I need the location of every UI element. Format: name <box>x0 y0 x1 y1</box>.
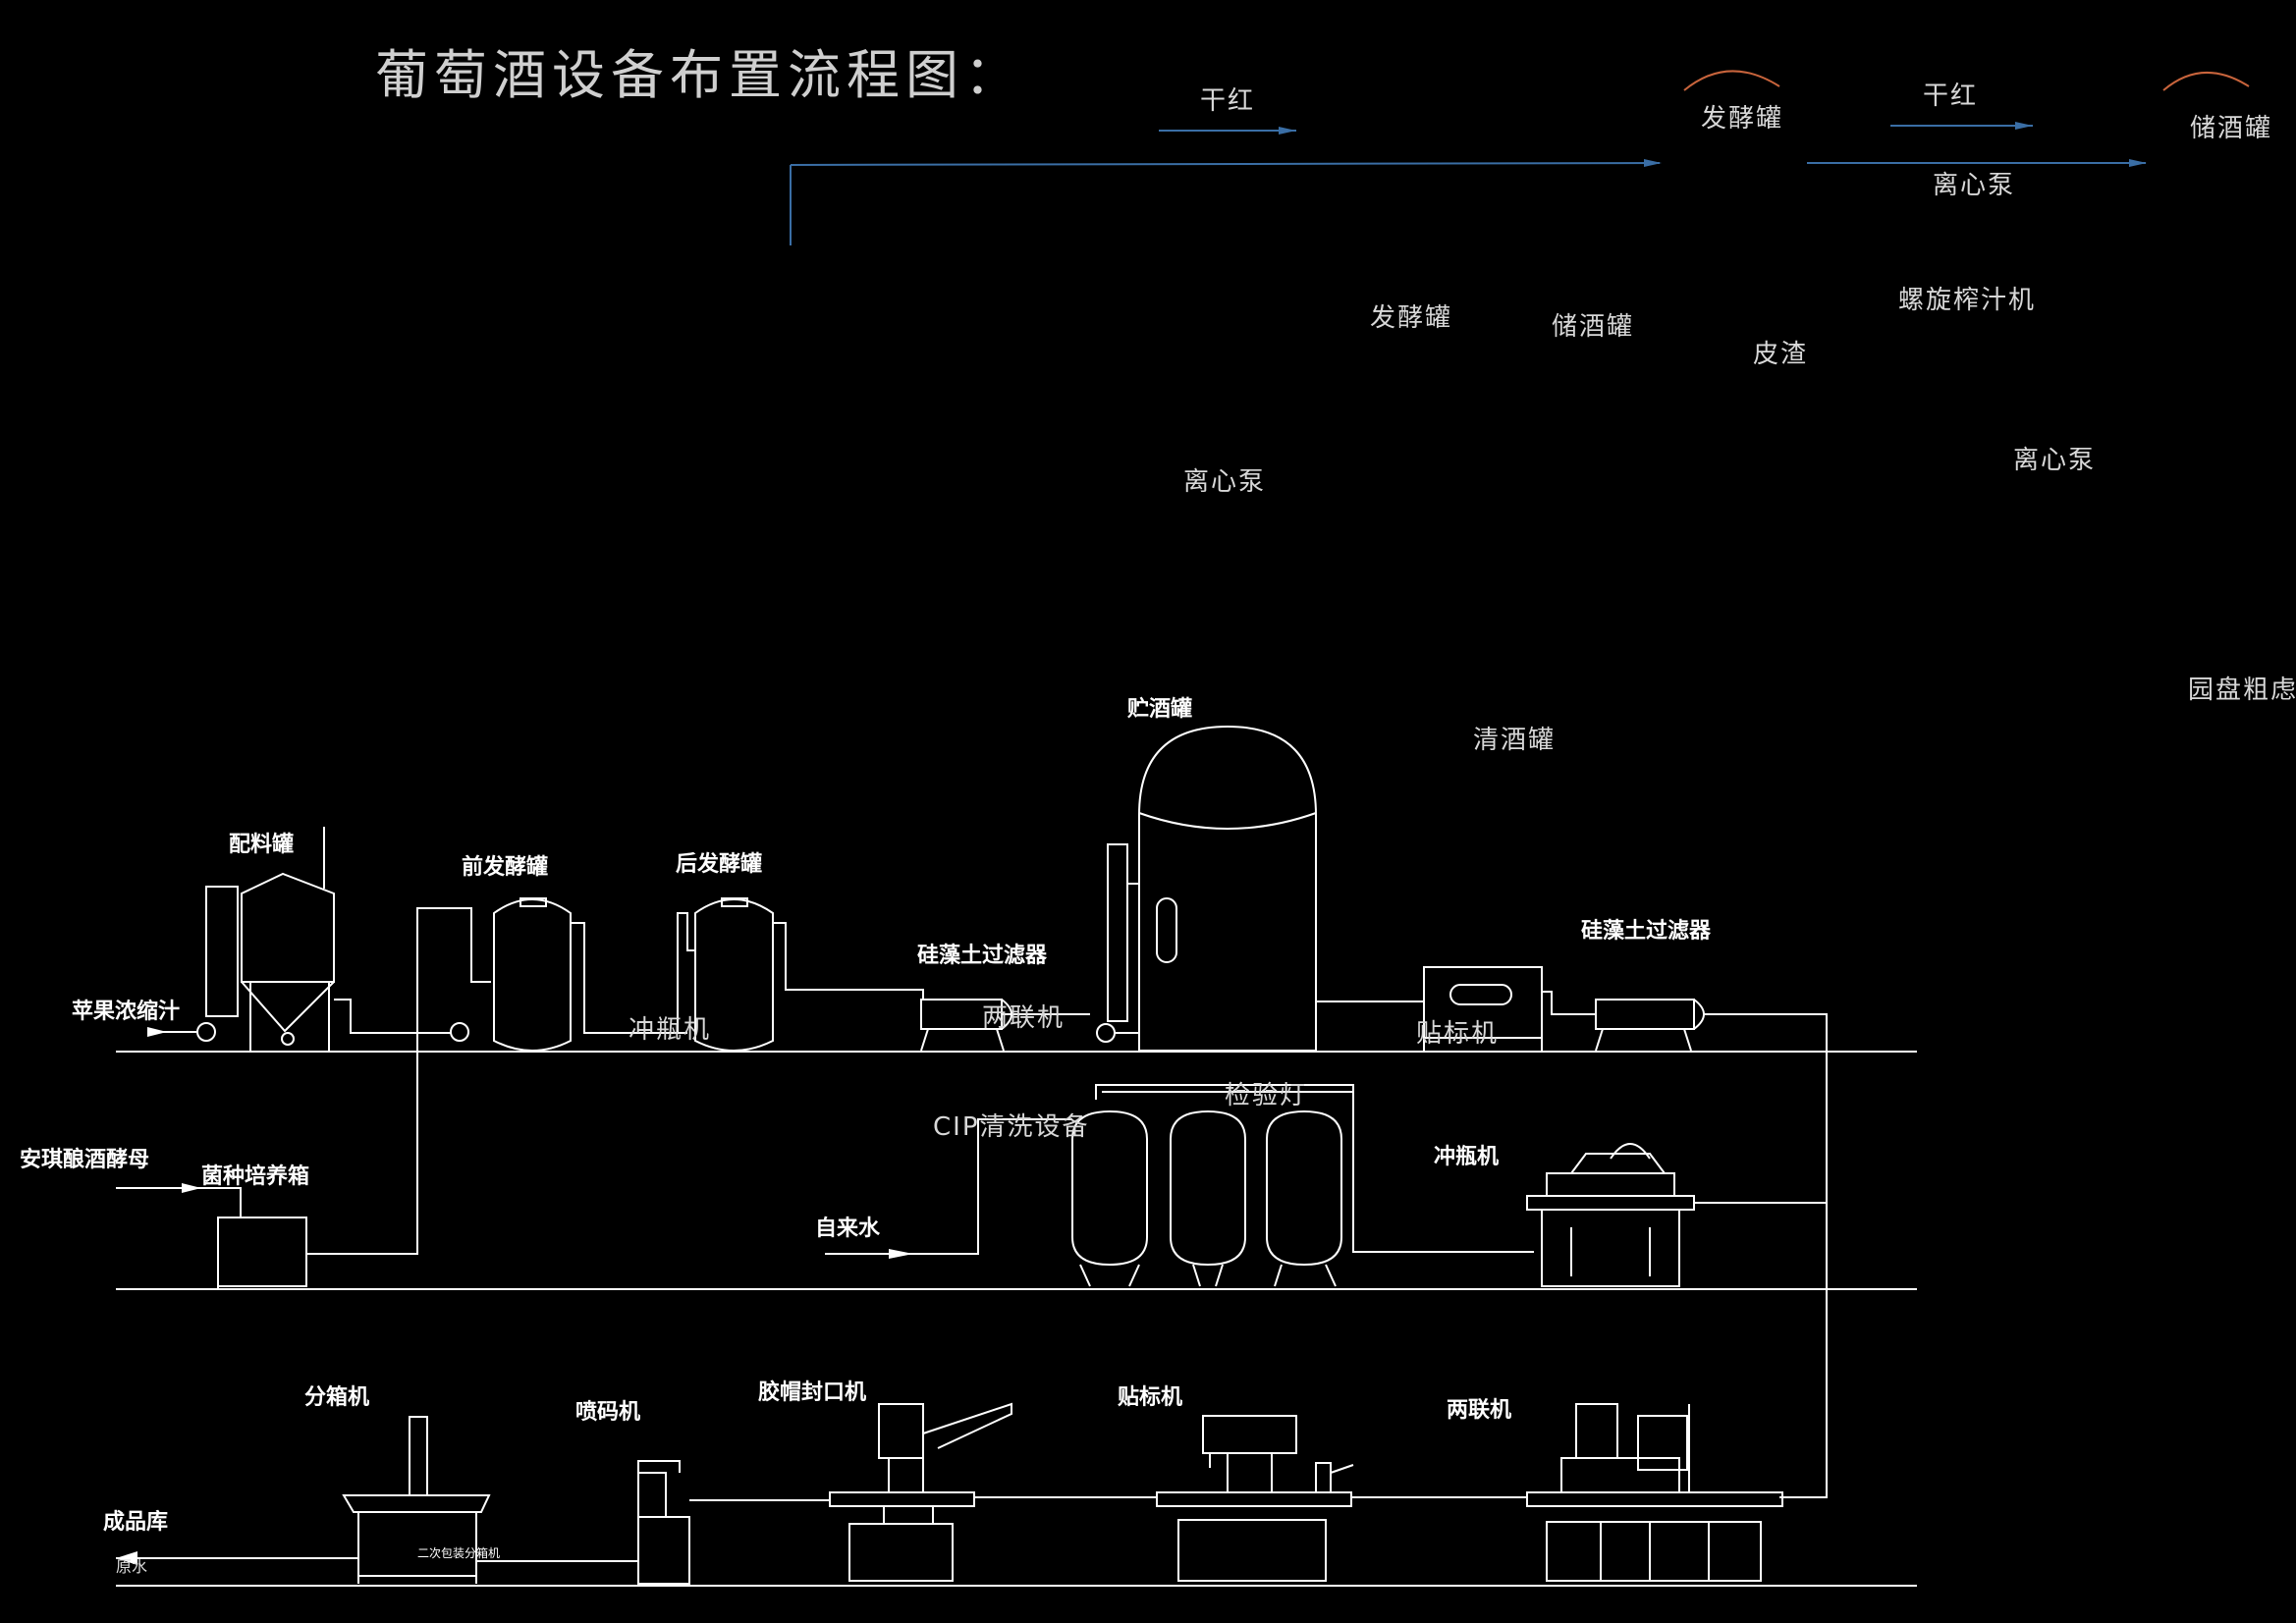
label-apple-juice: 苹果浓缩汁 <box>72 1000 181 1024</box>
tank-top-arcs <box>1683 70 2250 91</box>
twin-machine <box>1526 1403 1783 1582</box>
label-dry-red-1: 干红 <box>1200 86 1256 116</box>
labeler-machine <box>1156 1415 1527 1582</box>
diagram-title: 葡萄酒设备布置流程图： <box>375 44 1023 106</box>
label-centrifugal-pump-right: 离心泵 <box>2013 446 2097 475</box>
label-incubator: 菌种培养箱 <box>201 1164 310 1189</box>
label-storage-tank-top: 储酒罐 <box>2190 114 2273 143</box>
label-storage-tank: 储酒罐 <box>1552 312 1635 342</box>
label-pre-ferment: 前发酵罐 <box>462 855 549 880</box>
top-flow-lines <box>790 125 2146 245</box>
label-twin-machine: 两联机 <box>1447 1398 1512 1423</box>
apple-juice-arrow <box>147 1027 196 1037</box>
capper-machine <box>829 1402 1157 1582</box>
case-packer <box>342 1416 638 1584</box>
rinser-machine <box>1526 1143 1695 1287</box>
floor-lines <box>116 1051 1917 1587</box>
label-dry-red-2: 干红 <box>1923 81 1979 111</box>
label-case-packer: 分箱机 <box>304 1385 370 1410</box>
label-labeler-overlay: 贴标机 <box>1416 1019 1500 1049</box>
warehouse-arrow <box>116 1551 358 1565</box>
case-packer-plate: 二次包装分箱机 <box>417 1546 501 1560</box>
storage-tank-big <box>1107 725 1424 1052</box>
label-inspection-lamp: 检验灯 <box>1225 1081 1308 1110</box>
diatomite-filter-1 <box>920 999 1139 1052</box>
label-centrifugal-pump-top: 离心泵 <box>1933 171 2016 200</box>
post-fermentation-tank <box>589 897 924 1052</box>
label-storage-tank-big: 贮酒罐 <box>1127 697 1193 722</box>
label-disc-filter: 园盘粗虑 <box>2188 676 2296 705</box>
label-dia-filter-1: 硅藻土过滤器 <box>917 944 1048 968</box>
diatomite-filter-2 <box>1595 999 1828 1498</box>
label-warehouse: 成品库 <box>103 1510 169 1535</box>
label-rinser-overlay: 冲瓶机 <box>629 1015 712 1045</box>
label-raw-water: 原水 <box>116 1557 148 1576</box>
tap-water-arrow <box>889 1249 913 1259</box>
label-tap-water: 自来水 <box>815 1217 881 1241</box>
label-coder: 喷码机 <box>575 1400 641 1425</box>
label-ferment-tank: 发酵罐 <box>1370 303 1453 333</box>
incubator <box>201 1033 418 1289</box>
label-labeler: 贴标机 <box>1118 1385 1183 1410</box>
label-cip: CIP清洗设备 <box>933 1112 1090 1142</box>
label-clear-tank: 清酒罐 <box>1473 726 1557 755</box>
label-rinser: 冲瓶机 <box>1434 1145 1500 1169</box>
label-dia-filter-2: 硅藻土过滤器 <box>1581 919 1712 944</box>
label-screw-press: 螺旋榨汁机 <box>1898 286 2037 315</box>
coder-machine <box>637 1460 830 1585</box>
label-centrifugal-pump-left: 离心泵 <box>1183 467 1267 497</box>
yeast-arrow <box>116 1183 201 1193</box>
batching-tank <box>196 827 412 1051</box>
top-flow-arrows <box>1279 122 2147 167</box>
label-ferment-tank-top: 发酵罐 <box>1701 104 1784 134</box>
label-yeast: 安琪酿酒酵母 <box>20 1148 150 1172</box>
label-capper: 胶帽封口机 <box>758 1380 867 1405</box>
labeler-box-row1 <box>1423 966 1596 1051</box>
label-batching-tank: 配料罐 <box>229 833 295 857</box>
label-twin-overlay: 两联机 <box>982 1003 1066 1033</box>
label-post-ferment: 后发酵罐 <box>676 852 763 877</box>
label-pomace: 皮渣 <box>1753 340 1809 369</box>
